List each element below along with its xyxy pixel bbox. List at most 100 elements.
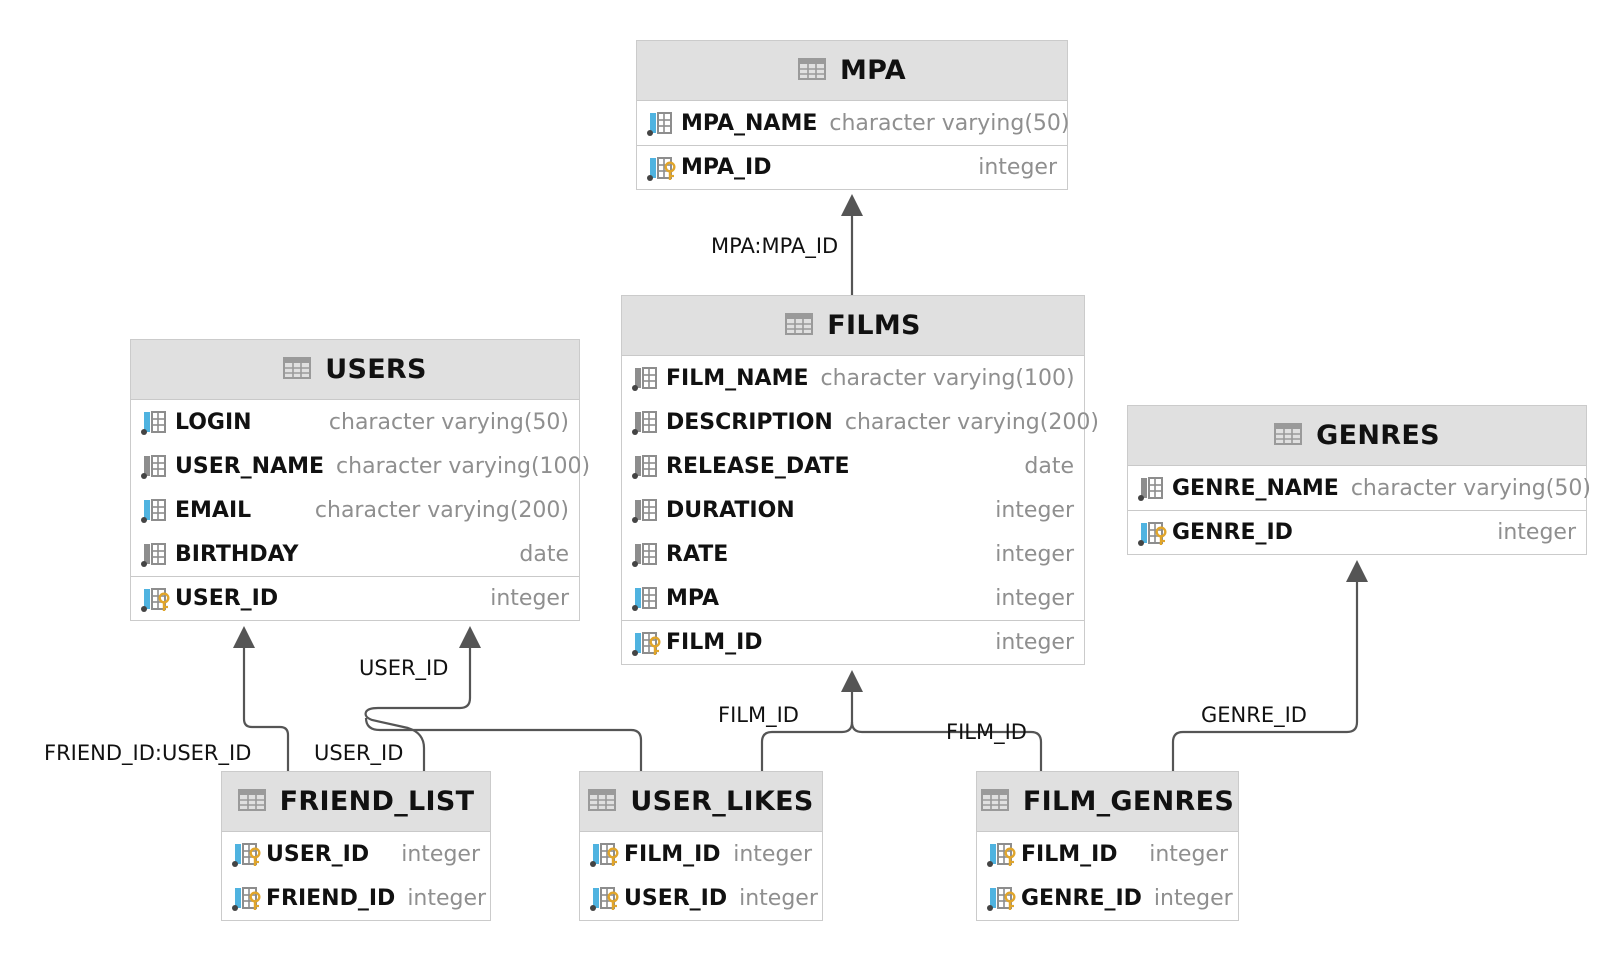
edge-film-genres-to-films[interactable] (850, 721, 1043, 771)
column-row[interactable]: MPA_NAME character varying(50) (637, 101, 1070, 145)
edge-friend-list-friend-to-users[interactable] (242, 644, 290, 771)
edge-films-mpa-arrowhead (841, 194, 863, 216)
edge-friend-list-user-to-users-arrowhead (459, 626, 481, 648)
column-icon (1138, 475, 1172, 501)
column-name: GENRE_ID (1172, 520, 1293, 545)
table-name: GENRES (1316, 420, 1440, 451)
table-header: USERS (131, 340, 579, 400)
table-header: FILMS (622, 296, 1084, 356)
column-type: integer (1497, 520, 1576, 545)
column-name: BIRTHDAY (175, 541, 299, 567)
column-type: date (519, 541, 569, 567)
relation-label-film-genres-film-id: FILM_ID (946, 720, 1027, 744)
column-icon (632, 409, 666, 435)
table-header: USER_LIKES (580, 772, 822, 832)
column-name: FILM_ID (666, 630, 763, 655)
column-type: character varying(50) (328, 409, 569, 435)
column-icon (141, 453, 175, 479)
column-name: DURATION (666, 497, 795, 523)
column-type: integer (978, 155, 1057, 180)
table-icon (237, 788, 266, 815)
column-name: FILM_ID (624, 841, 721, 867)
column-name: USER_NAME (175, 453, 325, 479)
column-name: MPA_ID (681, 155, 772, 180)
primary-key-icon (1138, 520, 1172, 546)
foreign-key-column-icon (141, 497, 175, 523)
primary-key-icon (647, 155, 681, 181)
table-name: FRIEND_LIST (279, 786, 475, 817)
edge-user-likes-to-users[interactable] (364, 717, 643, 771)
column-type: integer (407, 885, 487, 911)
column-row[interactable]: FILM_ID integer (977, 832, 1238, 876)
column-row[interactable]: LOGIN character varying(50) (131, 400, 579, 444)
table-icon (980, 788, 1009, 815)
column-type: integer (995, 630, 1074, 655)
column-row[interactable]: BIRTHDAY date (131, 532, 579, 576)
column-icon (632, 497, 666, 523)
table-name: USER_LIKES (630, 786, 814, 817)
column-type: character varying(200) (844, 409, 1099, 435)
column-type: integer (401, 841, 480, 867)
column-icon (632, 541, 666, 567)
table-icon (588, 788, 617, 815)
column-row[interactable]: DESCRIPTION character varying(200) (622, 400, 1099, 444)
table-header: FILM_GENRES (977, 772, 1238, 832)
foreign-key-column-icon (141, 409, 175, 435)
column-name: RATE (666, 541, 729, 567)
column-icon (632, 365, 666, 391)
column-name: FILM_ID (1021, 841, 1118, 867)
relation-label-friend-id: FRIEND_ID:USER_ID (44, 741, 252, 765)
column-name: MPA (666, 585, 720, 611)
column-icon (141, 541, 175, 567)
column-row[interactable]: MPA integer (622, 576, 1084, 620)
column-name: FILM_NAME (666, 365, 809, 391)
primary-key-icon (141, 586, 175, 612)
column-row[interactable]: GENRE_ID integer (1128, 510, 1586, 554)
column-type: integer (995, 585, 1074, 611)
column-type: integer (739, 885, 818, 911)
edge-film-genres-to-genres-arrowhead (1346, 560, 1368, 582)
relation-label-genre-id: GENRE_ID (1201, 703, 1307, 727)
column-row[interactable]: MPA_ID integer (637, 145, 1067, 189)
table-name: FILMS (827, 310, 921, 341)
column-name: LOGIN (175, 409, 252, 435)
column-name: USER_ID (175, 586, 279, 611)
column-type: character varying(50) (829, 110, 1070, 136)
edge-film-genres-to-genres[interactable] (1171, 582, 1359, 771)
table-header: FRIEND_LIST (222, 772, 490, 832)
primary-key-icon (232, 841, 266, 867)
column-name: DESCRIPTION (666, 409, 833, 435)
column-name: MPA_NAME (681, 110, 818, 136)
relation-label-films-mpa: MPA:MPA_ID (711, 234, 839, 258)
column-row[interactable]: FILM_ID integer (622, 620, 1084, 664)
column-type: integer (1149, 841, 1228, 867)
primary-key-icon (232, 885, 266, 911)
table-header: GENRES (1128, 406, 1586, 466)
primary-key-icon (590, 841, 624, 867)
table-icon (798, 57, 826, 84)
edge-friend-list-user-to-users[interactable] (364, 644, 472, 771)
relation-label-user-likes-film-id: FILM_ID (718, 703, 799, 727)
column-name: RELEASE_DATE (666, 453, 850, 479)
